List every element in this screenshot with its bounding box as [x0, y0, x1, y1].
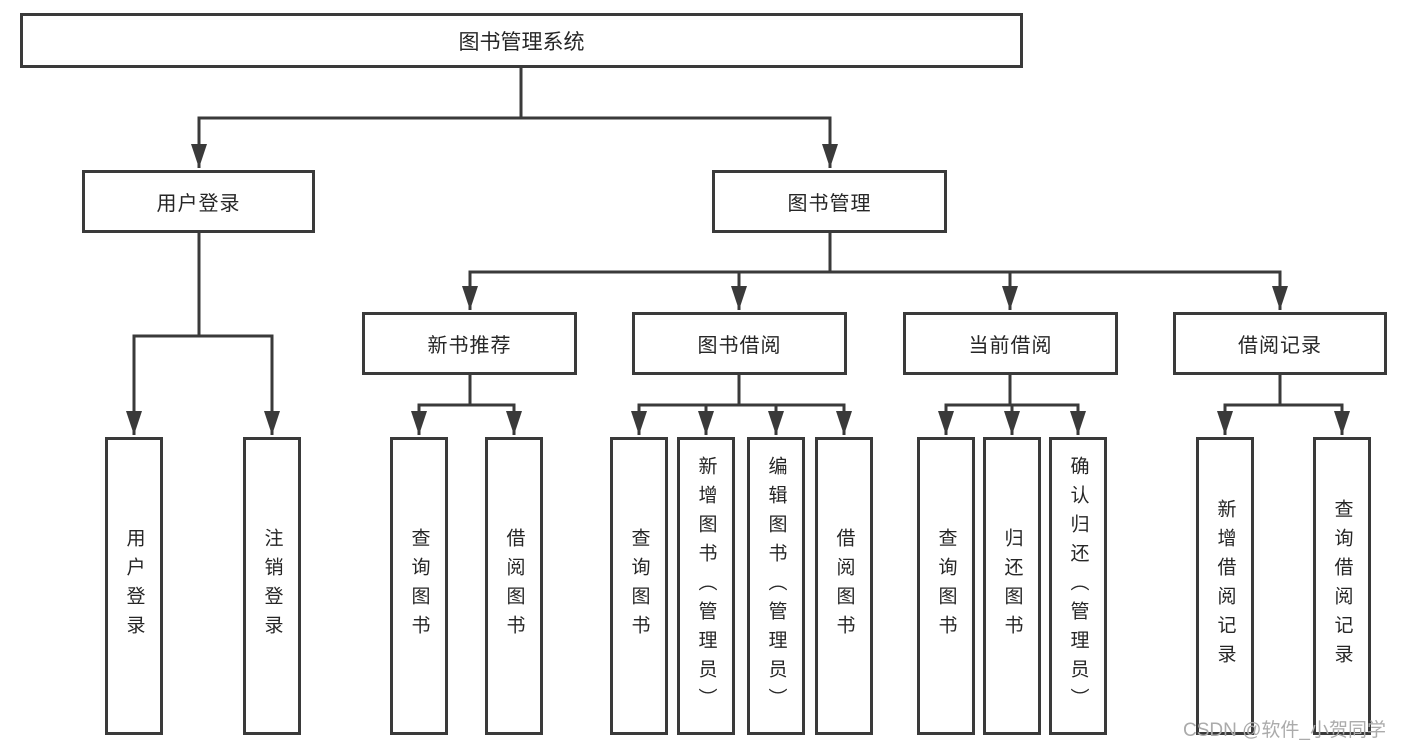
leaf-return-book: 归还图书 — [983, 437, 1041, 735]
leaf-confirm-return-admin: 确认归还（管理员） — [1049, 437, 1107, 735]
leaf-user-login: 用户登录 — [105, 437, 163, 735]
leaf-query-book-current: 查询图书 — [917, 437, 975, 735]
leaf-label: 借阅图书 — [833, 528, 855, 644]
leaf-label: 注销登录 — [261, 528, 283, 644]
node-label: 图书借阅 — [697, 335, 782, 357]
leaf-label: 用户登录 — [123, 528, 145, 644]
leaf-label: 借阅图书 — [503, 528, 525, 644]
node-new-book-recommend: 新书推荐 — [362, 312, 577, 375]
node-label: 当前借阅 — [968, 335, 1053, 357]
leaf-label: 归还图书 — [1001, 528, 1023, 644]
leaf-add-borrow-record: 新增借阅记录 — [1196, 437, 1254, 735]
node-borrow-record: 借阅记录 — [1173, 312, 1387, 375]
node-book-borrow: 图书借阅 — [632, 312, 847, 375]
leaf-edit-book-admin: 编辑图书（管理员） — [747, 437, 805, 735]
csdn-watermark: CSDN @软件_小贺同学 — [1183, 720, 1386, 741]
leaf-query-borrow-record: 查询借阅记录 — [1313, 437, 1371, 735]
node-label: 借阅记录 — [1238, 335, 1322, 357]
node-label: 图书管理 — [787, 193, 872, 215]
leaf-label: 查询图书 — [628, 528, 650, 644]
leaf-borrow-book: 借阅图书 — [815, 437, 873, 735]
node-user-login-group: 用户登录 — [82, 170, 315, 233]
leaf-label: 新增图书（管理员） — [695, 455, 717, 717]
node-current-borrow: 当前借阅 — [903, 312, 1118, 375]
node-label: 图书管理系统 — [458, 30, 585, 54]
node-label: 新书推荐 — [427, 335, 512, 357]
leaf-query-book-borrow: 查询图书 — [610, 437, 668, 735]
leaf-add-book-admin: 新增图书（管理员） — [677, 437, 735, 735]
leaf-label: 新增借阅记录 — [1214, 499, 1236, 673]
leaf-logout: 注销登录 — [243, 437, 301, 735]
leaf-label: 编辑图书（管理员） — [765, 455, 787, 717]
node-label: 用户登录 — [156, 193, 241, 215]
leaf-query-book-recommend: 查询图书 — [390, 437, 448, 735]
leaf-borrow-book-recommend: 借阅图书 — [485, 437, 543, 735]
leaf-label: 确认归还（管理员） — [1067, 455, 1089, 717]
leaf-label: 查询图书 — [408, 528, 430, 644]
leaf-label: 查询图书 — [935, 528, 957, 644]
node-book-management: 图书管理 — [712, 170, 947, 233]
leaf-label: 查询借阅记录 — [1331, 499, 1353, 673]
node-library-management-system: 图书管理系统 — [20, 13, 1023, 68]
